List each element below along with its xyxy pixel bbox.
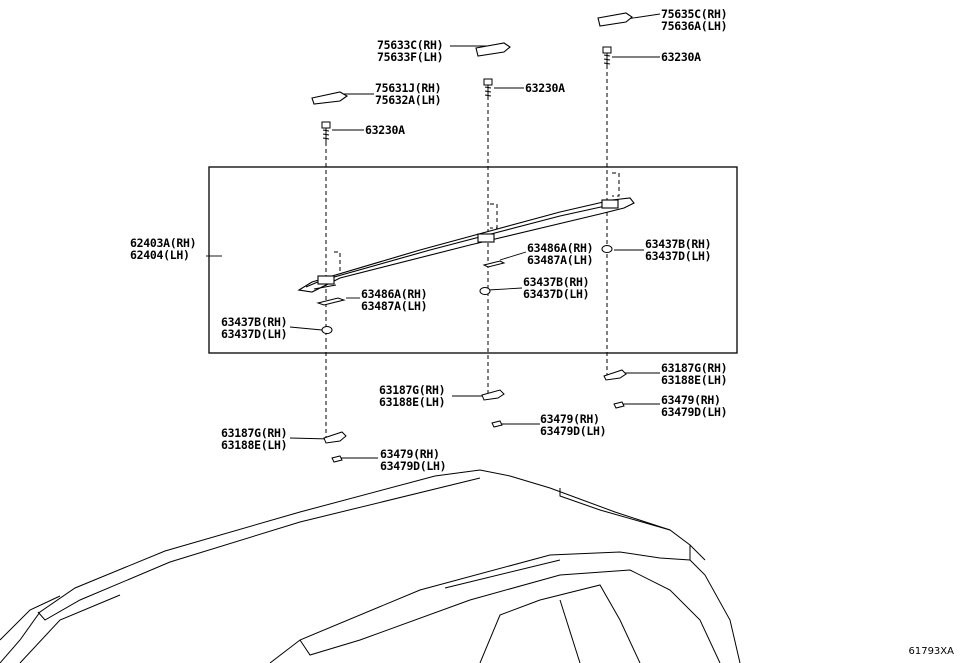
washer-center <box>479 287 491 295</box>
vehicle-roof <box>0 469 741 663</box>
label-nut-center: 63187G(RH)63188E(LH) <box>379 383 446 409</box>
figure-id: 61793XA <box>908 646 954 657</box>
roof-rail <box>297 197 635 293</box>
assembly-frame <box>208 166 738 354</box>
label-nut-rear: 63187G(RH)63188E(LH) <box>661 361 728 387</box>
nut-front <box>323 431 347 444</box>
clip-front <box>331 455 343 463</box>
label-washer-rear: 63437B(RH)63437D(LH) <box>645 237 712 263</box>
nut-center <box>481 389 505 401</box>
end-cover-rear <box>597 12 633 27</box>
pad-front <box>316 297 346 306</box>
label-washer-center: 63437B(RH)63437D(LH) <box>523 275 590 301</box>
label-cover-rear: 75635C(RH)75636A(LH) <box>661 7 728 33</box>
label-bolt-rear: 63230A <box>661 50 701 64</box>
bolt-front <box>321 121 331 142</box>
end-cover-center <box>475 42 511 57</box>
nut-rear <box>603 369 627 381</box>
label-washer-front: 63437B(RH)63437D(LH) <box>221 315 288 341</box>
label-bolt-front: 63230A <box>365 123 405 137</box>
end-cover-front <box>311 91 349 105</box>
label-cover-front: 75631J(RH)75632A(LH) <box>375 81 442 107</box>
label-clip-front: 63479(RH)63479D(LH) <box>380 447 447 473</box>
clip-rear <box>613 401 625 409</box>
bolt-rear <box>602 46 612 66</box>
label-pad-center: 63486A(RH)63487A(LH) <box>527 241 594 267</box>
washer-front <box>321 326 333 334</box>
label-clip-center: 63479(RH)63479D(LH) <box>540 412 607 438</box>
label-bolt-center: 63230A <box>525 81 565 95</box>
label-cover-center: 75633C(RH)75633F(LH) <box>377 38 444 64</box>
clip-center <box>491 420 503 428</box>
pad-center <box>482 260 506 268</box>
label-pad-front: 63486A(RH)63487A(LH) <box>361 287 428 313</box>
washer-rear <box>601 245 613 253</box>
bolt-center <box>483 78 493 100</box>
label-rail: 62403A(RH)62404(LH) <box>130 236 197 262</box>
label-clip-rear: 63479(RH)63479D(LH) <box>661 393 728 419</box>
label-nut-front: 63187G(RH)63188E(LH) <box>221 426 288 452</box>
